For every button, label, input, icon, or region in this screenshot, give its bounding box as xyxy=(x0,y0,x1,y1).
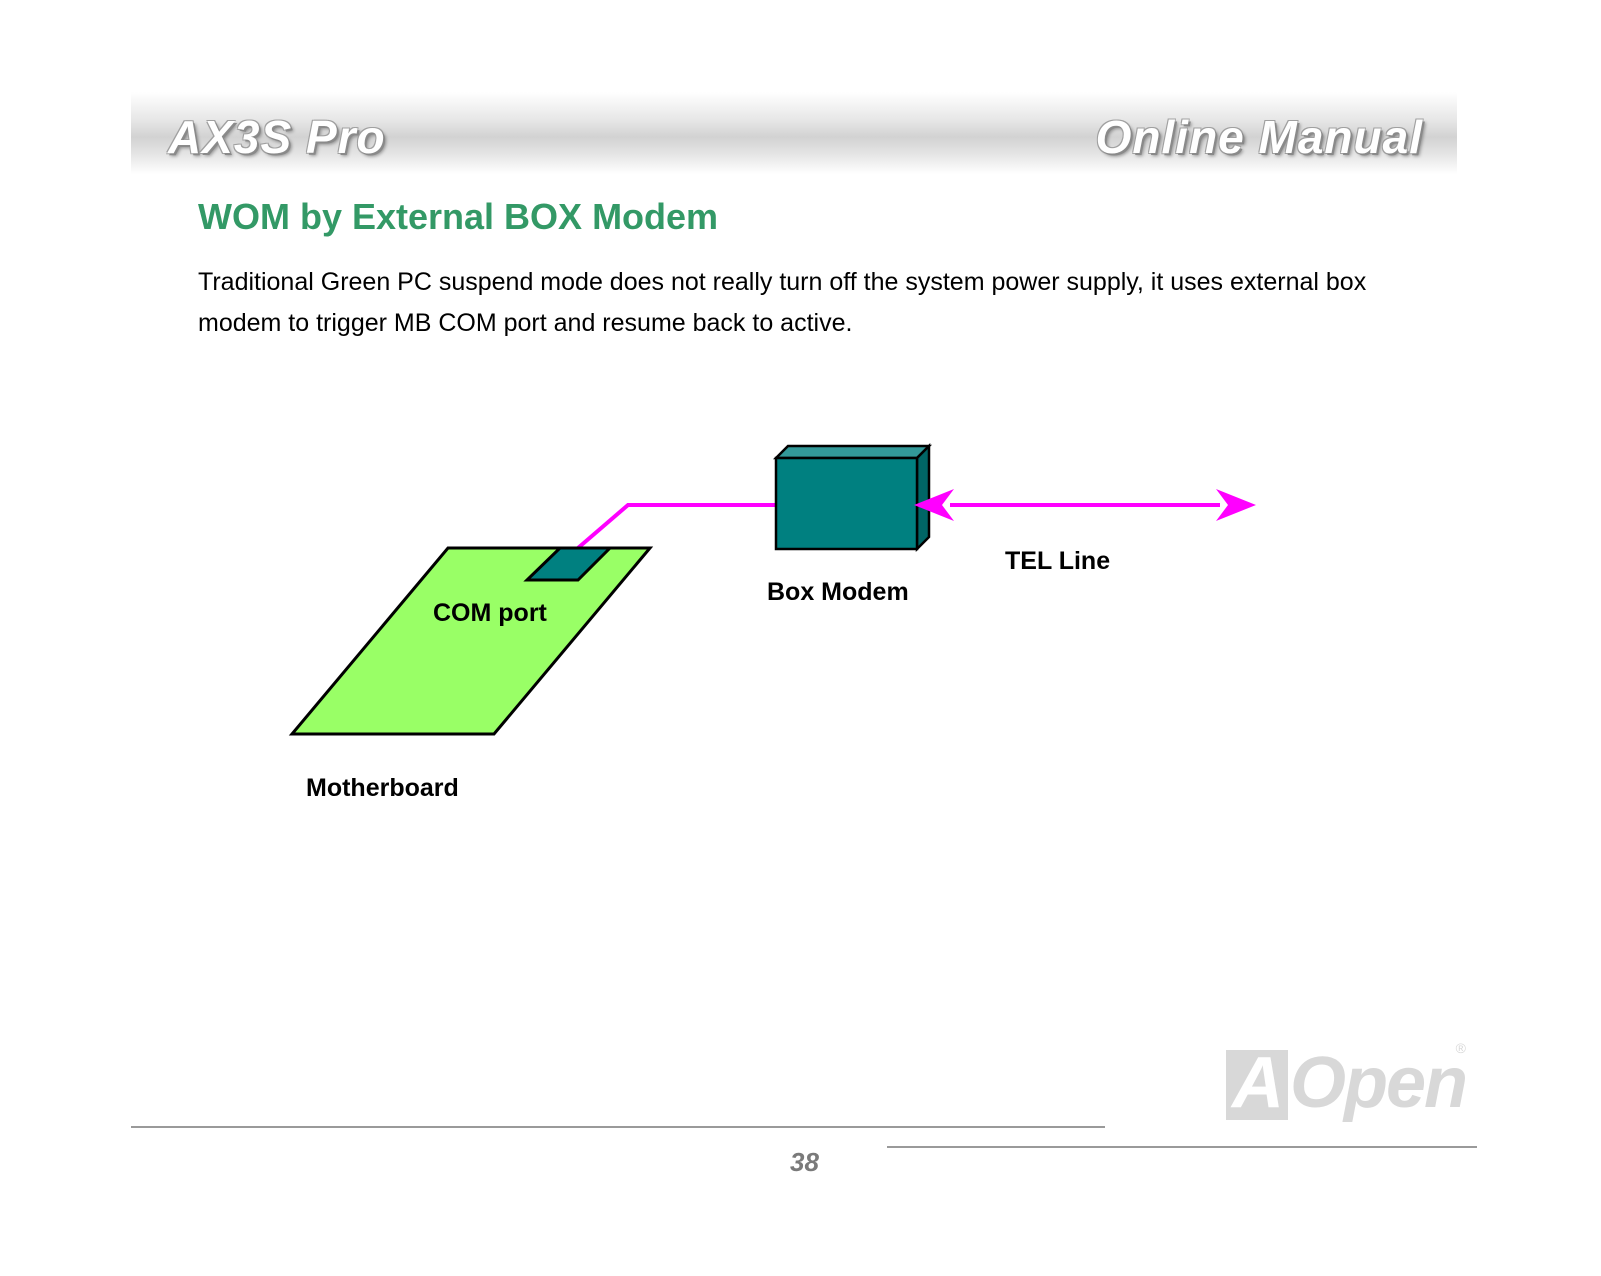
modem-top-face xyxy=(772,444,933,460)
aopen-logo: A Open ® xyxy=(1226,1040,1468,1123)
box-modem-label: Box Modem xyxy=(767,578,909,606)
header-band xyxy=(131,92,1457,174)
logo-a-block: A xyxy=(1226,1043,1288,1123)
section-title: WOM by External BOX Modem xyxy=(198,196,719,237)
serial-cable xyxy=(576,503,776,550)
header-manual-title: Online Manual xyxy=(1095,111,1423,163)
page-number: 38 xyxy=(790,1147,819,1177)
footer-divider-right xyxy=(887,1146,1477,1148)
motherboard-shape xyxy=(288,546,654,736)
modem-front-face xyxy=(774,456,919,551)
footer-divider-left xyxy=(131,1126,1105,1128)
modem-side-face xyxy=(915,442,931,553)
logo-wordmark: Open xyxy=(1290,1043,1468,1123)
com-port-shape xyxy=(523,546,614,582)
header-product-title: AX3S Pro xyxy=(168,111,386,163)
tel-line-label: TEL Line xyxy=(1005,547,1110,575)
section-body-text: Traditional Green PC suspend mode does n… xyxy=(198,268,1367,337)
motherboard-label: Motherboard xyxy=(306,774,459,802)
logo-registered-mark: ® xyxy=(1455,1040,1466,1056)
com-port-label: COM port xyxy=(433,599,548,627)
